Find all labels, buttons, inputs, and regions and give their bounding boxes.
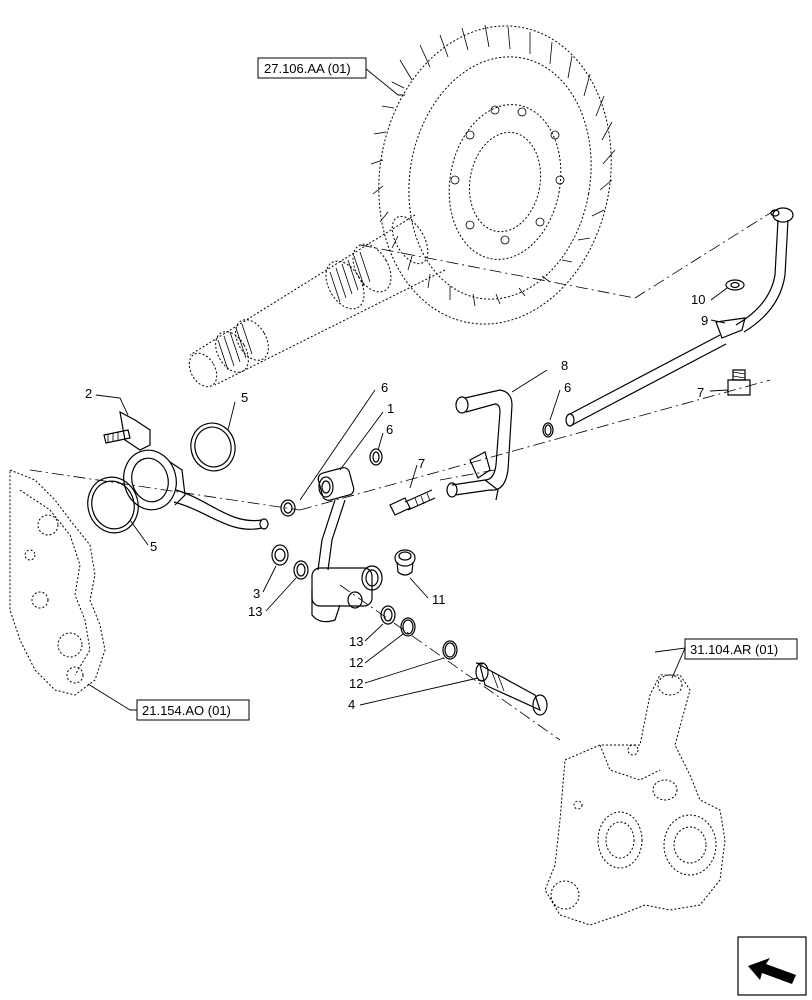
callout-6-right: 6 [564,380,571,395]
reference-box-gear[interactable]: 27.106.AA (01) [257,57,367,79]
center-lines [29,209,776,741]
reference-box-housing[interactable]: 21.154.AO (01) [136,699,250,721]
leader-lines [87,67,729,711]
part-bent-tube [446,389,513,501]
part-plug [394,549,416,576]
callout-12-bottom: 12 [349,676,363,691]
callout-13-left: 13 [248,604,262,619]
reference-box-valve[interactable]: 31.104.AR (01) [684,638,798,660]
callout-numbers: 1 2 3 4 5 5 6 6 6 7 7 8 9 10 11 12 12 13… [85,292,708,712]
callout-6-mid: 6 [386,422,393,437]
callout-7-right: 7 [697,385,704,400]
callout-5-top: 5 [241,390,248,405]
part-long-pipe [565,207,794,427]
part-spool [475,662,548,716]
part-washer [725,279,745,291]
part-bolt-7b [727,369,751,396]
callout-10: 10 [691,292,705,307]
transmission-housing [9,469,106,696]
part-seal-rings [271,422,554,660]
part-o-rings-5 [87,422,236,534]
callout-1: 1 [387,401,394,416]
callout-3: 3 [253,586,260,601]
callout-2: 2 [85,386,92,401]
part-bracket [103,410,151,451]
part-elbow-pipe [311,467,383,623]
callout-5-bottom: 5 [150,539,157,554]
reference-label-housing: 21.154.AO (01) [142,703,231,718]
navigation-arrow-icon[interactable] [737,936,807,996]
callout-4: 4 [348,697,355,712]
valve-body [544,674,726,926]
callout-9: 9 [701,313,708,328]
part-collar-pipe [123,449,269,530]
ring-gear-assembly [188,24,616,388]
callout-12-top: 12 [349,655,363,670]
callout-8: 8 [561,358,568,373]
callout-13-right: 13 [349,634,363,649]
callout-11: 11 [432,592,446,607]
callout-7-mid: 7 [418,456,425,471]
part-bolt-7a [389,489,436,516]
reference-label-gear: 27.106.AA (01) [264,61,351,76]
callout-6-top: 6 [381,380,388,395]
reference-label-valve: 31.104.AR (01) [690,642,778,657]
